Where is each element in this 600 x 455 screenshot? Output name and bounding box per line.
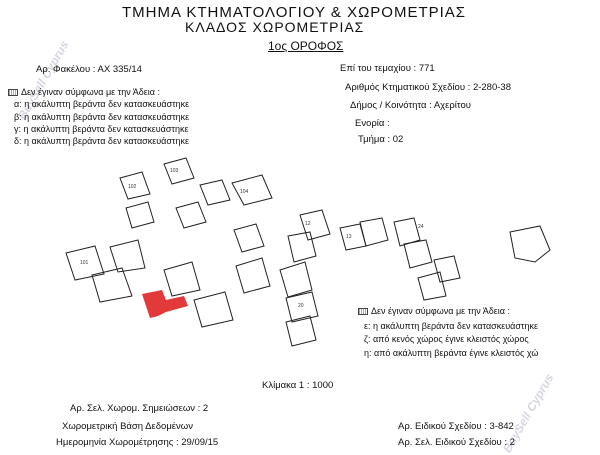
page-subtitle: ΚΛΑΔΟΣ ΧΩΡΟΜΕΤΡΙΑΣ bbox=[185, 19, 365, 35]
note-item: η: από ακάλυπτη βεράντα έγινε κλειστός χ… bbox=[364, 348, 539, 358]
svg-text:24: 24 bbox=[418, 224, 424, 230]
building-outline bbox=[287, 231, 317, 263]
building-outline bbox=[403, 239, 433, 269]
building-outline bbox=[233, 223, 265, 253]
survey-date: Ημερομηνία Χωρομέτρησης : 29/09/15 bbox=[56, 437, 219, 448]
building-outline bbox=[119, 171, 151, 200]
floor-label: 1ος ΟΡΟΦΟΣ bbox=[268, 39, 344, 53]
building-outline bbox=[91, 267, 133, 303]
notes-right-header-text: Δεν έγιναν σύμφωνα με την Άδεια : bbox=[371, 306, 510, 316]
building-outline bbox=[163, 261, 201, 297]
building-outline bbox=[199, 179, 231, 206]
svg-text:20: 20 bbox=[298, 303, 304, 309]
svg-text:12: 12 bbox=[305, 221, 311, 227]
municipality: Δήμος / Κοινότητα : Αχερίτου bbox=[350, 100, 471, 111]
note-item: δ: η ακάλυπτη βεράντα δεν κατασκευάστηκε bbox=[14, 136, 189, 146]
building-outline bbox=[125, 201, 155, 229]
scale-label: Κλίμακα 1 : 1000 bbox=[262, 380, 334, 391]
quarter: Ενορία : bbox=[355, 118, 390, 129]
survey-notes-pages: Αρ. Σελ. Χωρομ. Σημειώσεων : 2 bbox=[70, 403, 209, 414]
file-number: Αρ. Φακέλου : ΑΧ 335/14 bbox=[36, 64, 142, 75]
building-outline bbox=[279, 261, 313, 298]
note-item: α: η ακάλυπτη βεράντα δεν κατασκευάστηκε bbox=[14, 99, 190, 109]
svg-text:101: 101 bbox=[80, 260, 89, 266]
special-plan-pages: Αρ. Σελ. Ειδικού Σχεδίου : 2 bbox=[398, 437, 515, 448]
building-outline bbox=[299, 209, 331, 241]
building-outline bbox=[231, 174, 273, 206]
cadastral-plan: Αριθμός Κτηματικού Σχεδίου : 2-280-38 bbox=[345, 82, 511, 93]
page-title: ΤΜΗΜΑ ΚΤΗΜΑΤΟΛΟΓΙΟΥ & ΧΩΡΟΜΕΤΡΙΑΣ bbox=[122, 4, 467, 21]
building-outline bbox=[339, 223, 367, 251]
building-outline bbox=[433, 255, 461, 283]
building-outline bbox=[509, 225, 551, 263]
highlighted-unit bbox=[142, 290, 188, 318]
svg-text:104: 104 bbox=[240, 189, 249, 195]
building-outline bbox=[163, 157, 195, 185]
building-outline bbox=[235, 257, 271, 294]
section: Τμήμα : 02 bbox=[358, 134, 404, 145]
hatch-legend-icon bbox=[8, 89, 18, 97]
notes-left-header-text: Δεν έγιναν σύμφωνα με την Άδεια : bbox=[21, 87, 160, 97]
note-item: ε: η ακάλυπτη βεράντα δεν κατασκευάστηκε bbox=[364, 321, 539, 331]
svg-text:102: 102 bbox=[128, 184, 137, 190]
special-plan-number: Αρ. Ειδικού Σχεδίου : 3-842 bbox=[398, 421, 514, 432]
building-outline bbox=[193, 291, 234, 328]
svg-text:103: 103 bbox=[170, 168, 179, 174]
note-item: β: η ακάλυπτη βεράντα δεν κατασκευάστηκε bbox=[14, 112, 190, 122]
survey-database: Χωρομετρική Βάση Δεδομένων bbox=[62, 421, 193, 432]
building-outline bbox=[359, 217, 389, 247]
notes-left-header: Δεν έγιναν σύμφωνα με την Άδεια : bbox=[8, 87, 160, 97]
building-outline bbox=[285, 291, 319, 323]
building-outline bbox=[175, 201, 207, 229]
svg-text:13: 13 bbox=[346, 234, 352, 240]
hatch-legend-icon bbox=[358, 308, 368, 316]
building-outline bbox=[417, 271, 447, 301]
note-item: ζ: από κενός χώρος έγινε κλειστός χώρος bbox=[364, 334, 529, 344]
building-outline bbox=[393, 217, 421, 247]
parcel-number: Επί του τεμαχίου : 771 bbox=[340, 63, 435, 74]
building-outline bbox=[109, 239, 146, 273]
note-item: γ: η ακάλυπτη βεράντα δεν κατασκευάστηκε bbox=[14, 124, 189, 134]
building-outline bbox=[285, 315, 317, 347]
building-outline bbox=[65, 245, 105, 281]
notes-right-header: Δεν έγιναν σύμφωνα με την Άδεια : bbox=[358, 306, 510, 316]
